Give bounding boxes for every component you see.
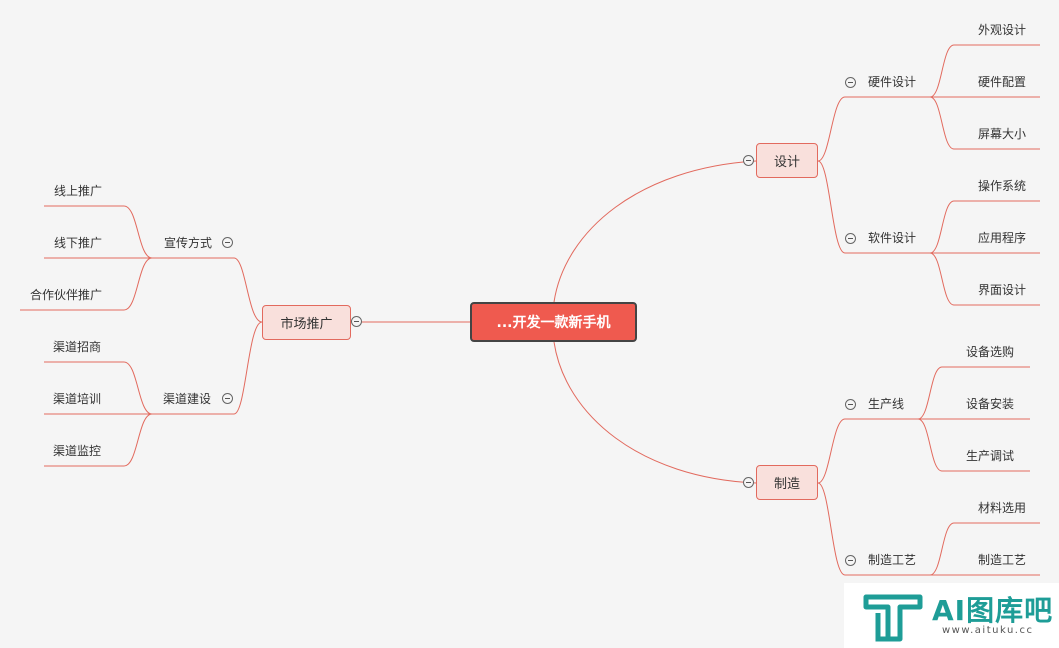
leaf-offline[interactable]: 线下推广	[54, 236, 103, 250]
leaf-recruit[interactable]: 渠道招商	[53, 340, 102, 354]
leaf-screen-size[interactable]: 屏幕大小	[978, 127, 1027, 141]
leaf-training[interactable]: 渠道培训	[53, 392, 102, 406]
leaf-os[interactable]: 操作系统	[978, 179, 1027, 193]
subtopic-process[interactable]: 制造工艺	[868, 553, 917, 567]
collapse-toggle-icon[interactable]	[351, 316, 362, 327]
watermark-url: www.aituku.cc	[942, 625, 1034, 636]
subtopic-channel[interactable]: 渠道建设	[163, 392, 212, 406]
leaf-equipment-purchase[interactable]: 设备选购	[966, 345, 1015, 359]
leaf-process[interactable]: 制造工艺	[978, 553, 1027, 567]
topic-design[interactable]: 设计	[756, 143, 818, 178]
watermark-logo: AI图库吧 www.aituku.cc	[844, 583, 1059, 648]
leaf-ui-design[interactable]: 界面设计	[978, 283, 1027, 297]
collapse-toggle-icon[interactable]	[743, 155, 754, 166]
leaf-appearance[interactable]: 外观设计	[978, 23, 1027, 37]
subtopic-hardware[interactable]: 硬件设计	[868, 75, 917, 89]
watermark-title: AI图库吧	[932, 594, 1054, 627]
logo-mark-icon	[863, 594, 923, 642]
collapse-toggle-icon[interactable]	[845, 555, 856, 566]
leaf-equipment-install[interactable]: 设备安装	[966, 397, 1015, 411]
collapse-toggle-icon[interactable]	[743, 477, 754, 488]
root-topic[interactable]: ...开发一款新手机	[470, 302, 637, 342]
leaf-hw-config[interactable]: 硬件配置	[978, 75, 1027, 89]
collapse-toggle-icon[interactable]	[845, 77, 856, 88]
collapse-toggle-icon[interactable]	[845, 233, 856, 244]
leaf-partner[interactable]: 合作伙伴推广	[30, 288, 103, 302]
collapse-toggle-icon[interactable]	[845, 399, 856, 410]
topic-manufacturing[interactable]: 制造	[756, 465, 818, 500]
leaf-online[interactable]: 线上推广	[54, 184, 103, 198]
subtopic-production-line[interactable]: 生产线	[868, 397, 905, 411]
topic-marketing[interactable]: 市场推广	[262, 305, 351, 340]
collapse-toggle-icon[interactable]	[222, 393, 233, 404]
leaf-monitor[interactable]: 渠道监控	[53, 444, 102, 458]
subtopic-software[interactable]: 软件设计	[868, 231, 917, 245]
collapse-toggle-icon[interactable]	[222, 237, 233, 248]
subtopic-promotion[interactable]: 宣传方式	[164, 236, 213, 250]
leaf-apps[interactable]: 应用程序	[978, 231, 1027, 245]
leaf-materials[interactable]: 材料选用	[978, 501, 1027, 515]
leaf-debugging[interactable]: 生产调试	[966, 449, 1015, 463]
